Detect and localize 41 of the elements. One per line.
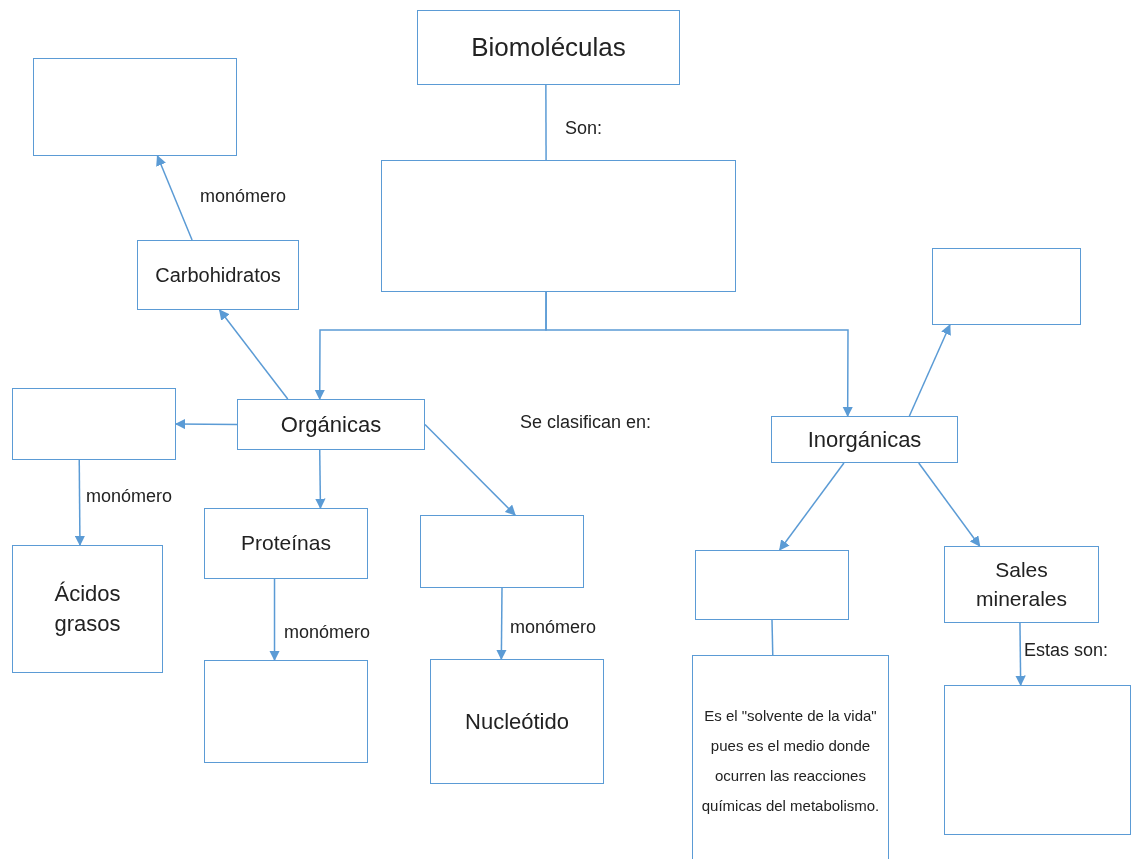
arrow xyxy=(918,462,981,547)
arrow xyxy=(174,418,238,430)
connector-line xyxy=(771,619,774,656)
arrow xyxy=(496,587,507,661)
node-label: Ácidos grasos xyxy=(53,580,122,638)
empty-box xyxy=(204,660,368,763)
empty-box xyxy=(695,550,849,620)
node-label: Nucleótido xyxy=(464,707,570,736)
empty-box xyxy=(932,248,1081,325)
concept-box xyxy=(430,659,604,784)
arrow xyxy=(315,449,326,510)
arrow xyxy=(1015,622,1026,687)
empty-box xyxy=(381,160,736,292)
concept-box xyxy=(692,655,889,859)
arrow xyxy=(218,309,289,400)
node-label: Sales minerales xyxy=(974,557,1068,612)
arrow xyxy=(74,459,86,547)
node-label: Es el "solvente de la vida" pues es el medio donde ocurren las reacciones químicas del metabolismo. xyxy=(700,705,881,816)
node-label: Orgánicas xyxy=(279,410,383,439)
concept-box xyxy=(417,10,680,85)
concept-box xyxy=(12,545,163,673)
arrow xyxy=(156,155,193,241)
concept-box xyxy=(204,508,368,579)
arrow xyxy=(908,324,951,417)
node-label: Carbohidratos xyxy=(154,262,282,288)
concept-box xyxy=(944,546,1099,623)
empty-box xyxy=(944,685,1131,835)
concept-box xyxy=(237,399,425,450)
arrow xyxy=(778,462,845,551)
empty-box xyxy=(420,515,584,588)
connector-line xyxy=(545,84,547,161)
node-label: Proteínas xyxy=(240,530,332,557)
empty-box xyxy=(33,58,237,156)
arrow xyxy=(269,578,280,662)
arrow xyxy=(424,423,516,516)
node-label: Biomoléculas xyxy=(470,30,627,64)
empty-box xyxy=(12,388,176,460)
concept-box xyxy=(137,240,299,310)
arrow xyxy=(545,291,853,418)
concept-box xyxy=(771,416,958,463)
node-label: Inorgánicas xyxy=(806,425,923,454)
